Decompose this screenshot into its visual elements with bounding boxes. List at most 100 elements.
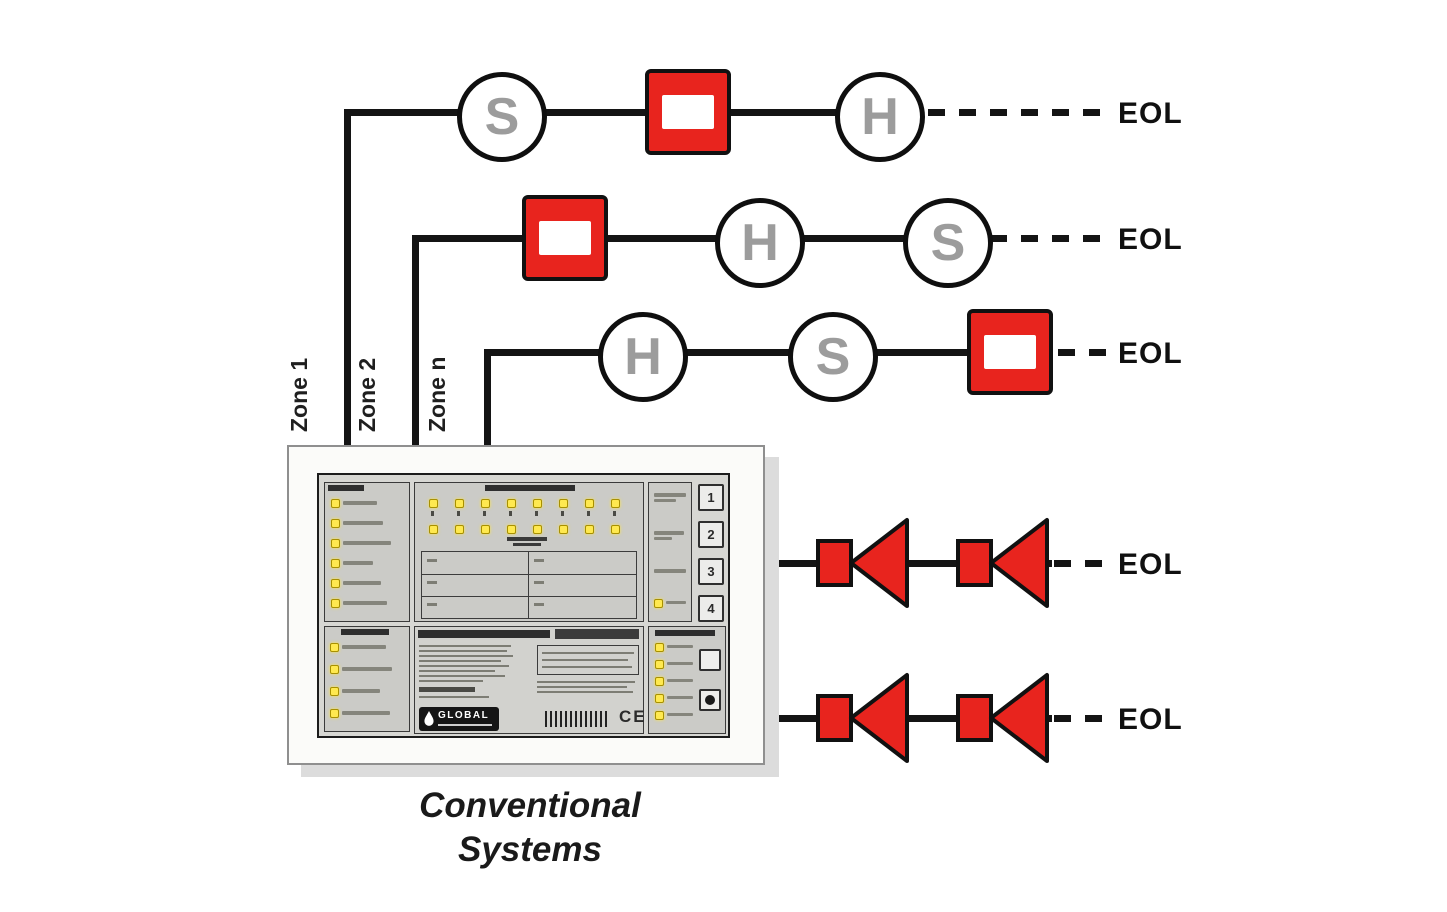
sounder-icon <box>955 670 1051 771</box>
zone1-eol-wire <box>928 109 1106 116</box>
sounder-circuit-1-eol-wire <box>1054 560 1106 567</box>
status-led <box>331 499 340 508</box>
cell-mark <box>534 603 544 606</box>
label-bar <box>654 569 686 573</box>
block-header <box>655 630 715 636</box>
output-led <box>655 643 664 652</box>
zone-button-label: 3 <box>707 564 715 579</box>
output-led <box>655 660 664 669</box>
heat-detector-letter: H <box>861 88 899 146</box>
text-line <box>419 680 483 682</box>
eol-label: EOL <box>1118 548 1183 581</box>
text-line <box>537 686 627 688</box>
panel-status-block <box>324 482 410 622</box>
text-line <box>419 675 505 677</box>
info-box <box>537 645 639 675</box>
smoke-detector-letter: S <box>484 88 520 146</box>
tick-mark <box>509 511 512 516</box>
label-bar <box>667 645 693 648</box>
smoke-detector: S <box>457 72 547 162</box>
label-bar <box>654 537 672 540</box>
label-bar <box>342 711 390 715</box>
status-led <box>331 519 340 528</box>
label-bar <box>343 501 377 505</box>
zone-led <box>559 525 568 534</box>
output-led <box>655 711 664 720</box>
panel-zone-block <box>414 482 644 622</box>
panel-zone-buttons: 1 2 3 4 <box>696 482 726 622</box>
barcode <box>545 711 609 727</box>
zone1-label: Zone 1 <box>286 357 312 432</box>
supply-led <box>330 665 339 674</box>
zone-button-label: 4 <box>707 601 715 616</box>
fire-alarm-control-panel: 1 2 3 4 <box>287 445 765 765</box>
label-bar <box>342 645 386 649</box>
sounder-circuit-2-eol-wire <box>1054 715 1106 722</box>
zone-n-label: Zone n <box>424 356 450 432</box>
text-line <box>419 670 495 672</box>
label-bar <box>667 696 693 699</box>
status-led <box>654 599 663 608</box>
text-line <box>419 696 489 698</box>
manual-call-point <box>522 195 608 281</box>
brand-name: GLOBAL <box>438 710 490 721</box>
supply-led <box>330 687 339 696</box>
flame-icon <box>424 711 434 726</box>
eol-label: EOL <box>1118 97 1183 130</box>
eol-label: EOL <box>1118 337 1183 370</box>
panel-supply-block <box>324 626 410 732</box>
brand-logo: GLOBAL <box>419 707 499 731</box>
zone1-drop-wire <box>344 109 351 447</box>
sounder-icon <box>955 515 1051 616</box>
zone-table <box>421 551 637 619</box>
panel-info-block: GLOBAL CE <box>414 626 647 734</box>
cell-mark <box>427 559 437 562</box>
supply-led <box>330 709 339 718</box>
call-point-glass <box>984 335 1036 369</box>
zone-led <box>559 499 568 508</box>
smoke-detector: S <box>788 312 878 402</box>
table-line <box>528 552 529 618</box>
panel-controls-block <box>648 482 692 622</box>
zone-led <box>481 525 490 534</box>
eol-label: EOL <box>1118 223 1183 256</box>
zone-button-2: 2 <box>698 521 724 548</box>
zone-n-wire <box>484 349 1053 356</box>
text-line <box>419 655 513 657</box>
zone-led <box>533 499 542 508</box>
tick-mark <box>483 511 486 516</box>
call-point-glass <box>539 221 591 255</box>
text-line <box>419 660 501 662</box>
heat-detector: H <box>835 72 925 162</box>
table-line <box>422 574 636 575</box>
text-line <box>419 650 507 652</box>
output-led <box>655 694 664 703</box>
diagram-caption: Conventional Systems <box>330 784 730 872</box>
label-bar <box>667 662 693 665</box>
caption-line-1: Conventional <box>419 786 641 825</box>
zone2-eol-wire <box>990 235 1106 242</box>
zone-led <box>533 525 542 534</box>
ce-mark: CE <box>619 707 647 726</box>
zone-led <box>429 499 438 508</box>
label-bar <box>419 687 475 692</box>
zone-button-label: 1 <box>707 490 715 505</box>
zone-button-1: 1 <box>698 484 724 511</box>
sounder-icon <box>815 670 911 771</box>
zone-button-4: 4 <box>698 595 724 622</box>
output-led <box>655 677 664 686</box>
label-bar <box>343 561 373 565</box>
block-header <box>341 629 389 635</box>
zone2-label: Zone 2 <box>354 357 380 432</box>
text-line <box>542 652 634 654</box>
status-led <box>331 539 340 548</box>
brand-subline <box>438 724 492 726</box>
heat-detector-letter: H <box>624 328 662 386</box>
cell-mark <box>534 559 544 562</box>
text-line <box>537 691 633 693</box>
block-header <box>485 485 575 491</box>
zone-led <box>455 499 464 508</box>
panel-button <box>699 689 721 711</box>
zone2-drop-wire <box>412 235 419 447</box>
